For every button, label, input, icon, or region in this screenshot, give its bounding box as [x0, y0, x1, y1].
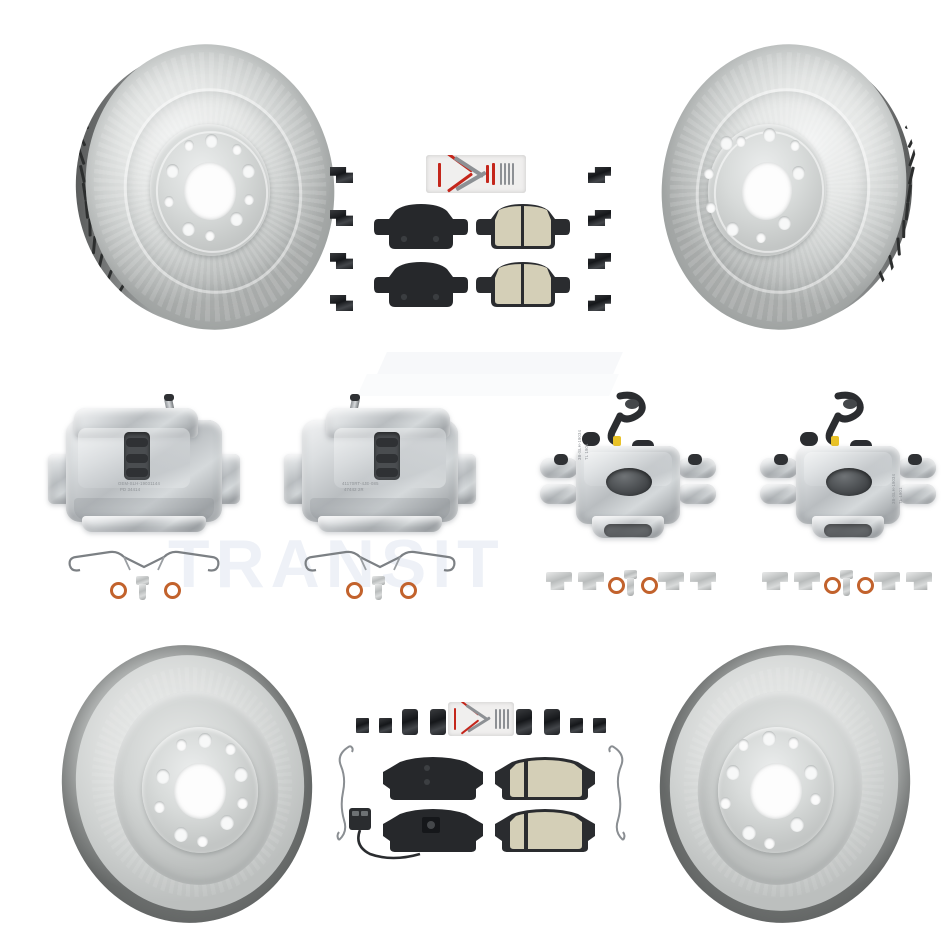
pad-clip-icon — [593, 718, 606, 733]
pad-retaining-spring-icon — [608, 745, 626, 841]
retaining-spring-icon — [304, 550, 456, 572]
abutment-clip-icon — [794, 572, 820, 590]
pad-clip-icon — [570, 718, 583, 733]
abutment-clip-icon — [690, 572, 716, 590]
rear-pad-inner-lower — [374, 262, 468, 307]
copper-washer-icon — [110, 582, 127, 599]
watermark-logo-shape — [369, 352, 623, 392]
pad-retaining-spring-icon — [336, 745, 354, 841]
front-pad-inner-upper — [383, 757, 483, 800]
front-pad-inner-lower — [383, 809, 483, 852]
front-caliper-left: OEM-SLH-19031144 PD 34414 — [48, 394, 240, 538]
piston-bore — [826, 468, 872, 496]
rear-grease-packet — [426, 155, 526, 193]
front-caliper-hardware-left — [66, 548, 222, 602]
front-caliper-right: 41170RT-4JE-085 47442 2R — [284, 394, 476, 538]
abutment-clip-icon — [546, 572, 572, 590]
front-grease-packet — [448, 702, 514, 736]
rear-pad-outer-upper — [476, 204, 570, 249]
rear-pad-outer-lower — [476, 262, 570, 307]
rear-caliper-hardware-right — [762, 562, 932, 604]
front-caliper-hardware-right — [302, 548, 458, 602]
banjo-bolt-icon — [136, 576, 149, 600]
banjo-bolt-icon — [372, 576, 385, 600]
rear-caliper-left: 3B-SLH-19034 TL 1901 — [540, 391, 716, 544]
front-caliper-left-casting-line-2: PD 34414 — [120, 487, 141, 492]
rear-caliper-right: 3B-SLH-19034 TL 1901 — [760, 391, 936, 544]
copper-washer-icon — [824, 577, 841, 594]
guide-pin-bushing-icon — [430, 709, 446, 735]
copper-washer-icon — [641, 577, 658, 594]
front-rotor-left — [60, 29, 351, 345]
abutment-clip-icon — [906, 572, 932, 590]
front-caliper-right-casting-line-2: 47442 2R — [344, 487, 364, 492]
rear-pad-inner-upper — [374, 204, 468, 249]
lever-yellow-marker — [613, 436, 621, 446]
lever-yellow-marker — [831, 436, 839, 446]
front-pad-outer-lower — [495, 809, 595, 852]
copper-washer-icon — [346, 582, 363, 599]
rear-caliper-right-casting-line-1: 3B-SLH-19034 — [891, 473, 896, 504]
front-rotor-right — [645, 30, 928, 344]
abutment-clip-icon — [762, 572, 788, 590]
rear-caliper-left-casting-line-2: TL 1901 — [584, 443, 589, 460]
front-pad-outer-upper — [495, 757, 595, 800]
guide-pin-bushing-icon — [402, 709, 418, 735]
banjo-bolt-icon — [840, 570, 853, 596]
pad-clip-icon — [379, 718, 392, 733]
guide-pin-bushing-icon — [544, 709, 560, 735]
banjo-bolt-icon — [624, 570, 637, 596]
front-caliper-left-casting-line-1: OEM-SLH-19031144 — [118, 481, 160, 486]
rear-rotor-left — [48, 632, 334, 936]
rear-caliper-right-casting-line-2: TL 1901 — [898, 487, 903, 504]
rear-caliper-hardware-left — [546, 562, 716, 604]
front-pad-assembly-group — [330, 700, 630, 870]
piston-bore — [606, 468, 652, 496]
retaining-spring-icon — [68, 550, 220, 572]
copper-washer-icon — [608, 577, 625, 594]
guide-pin-bushing-icon — [516, 709, 532, 735]
abutment-clip-icon — [658, 572, 684, 590]
abutment-clip-icon — [874, 572, 900, 590]
rear-rotor-right — [640, 632, 924, 936]
copper-washer-icon — [857, 577, 874, 594]
rear-pad-assembly-group — [330, 155, 620, 325]
copper-washer-icon — [400, 582, 417, 599]
rear-caliper-left-casting-line-1: 3B-SLH-19034 — [577, 429, 582, 460]
pad-clip-icon — [356, 718, 369, 733]
copper-washer-icon — [164, 582, 181, 599]
abutment-clip-icon — [578, 572, 604, 590]
front-caliper-right-casting-line-1: 41170RT-4JE-085 — [342, 481, 379, 486]
